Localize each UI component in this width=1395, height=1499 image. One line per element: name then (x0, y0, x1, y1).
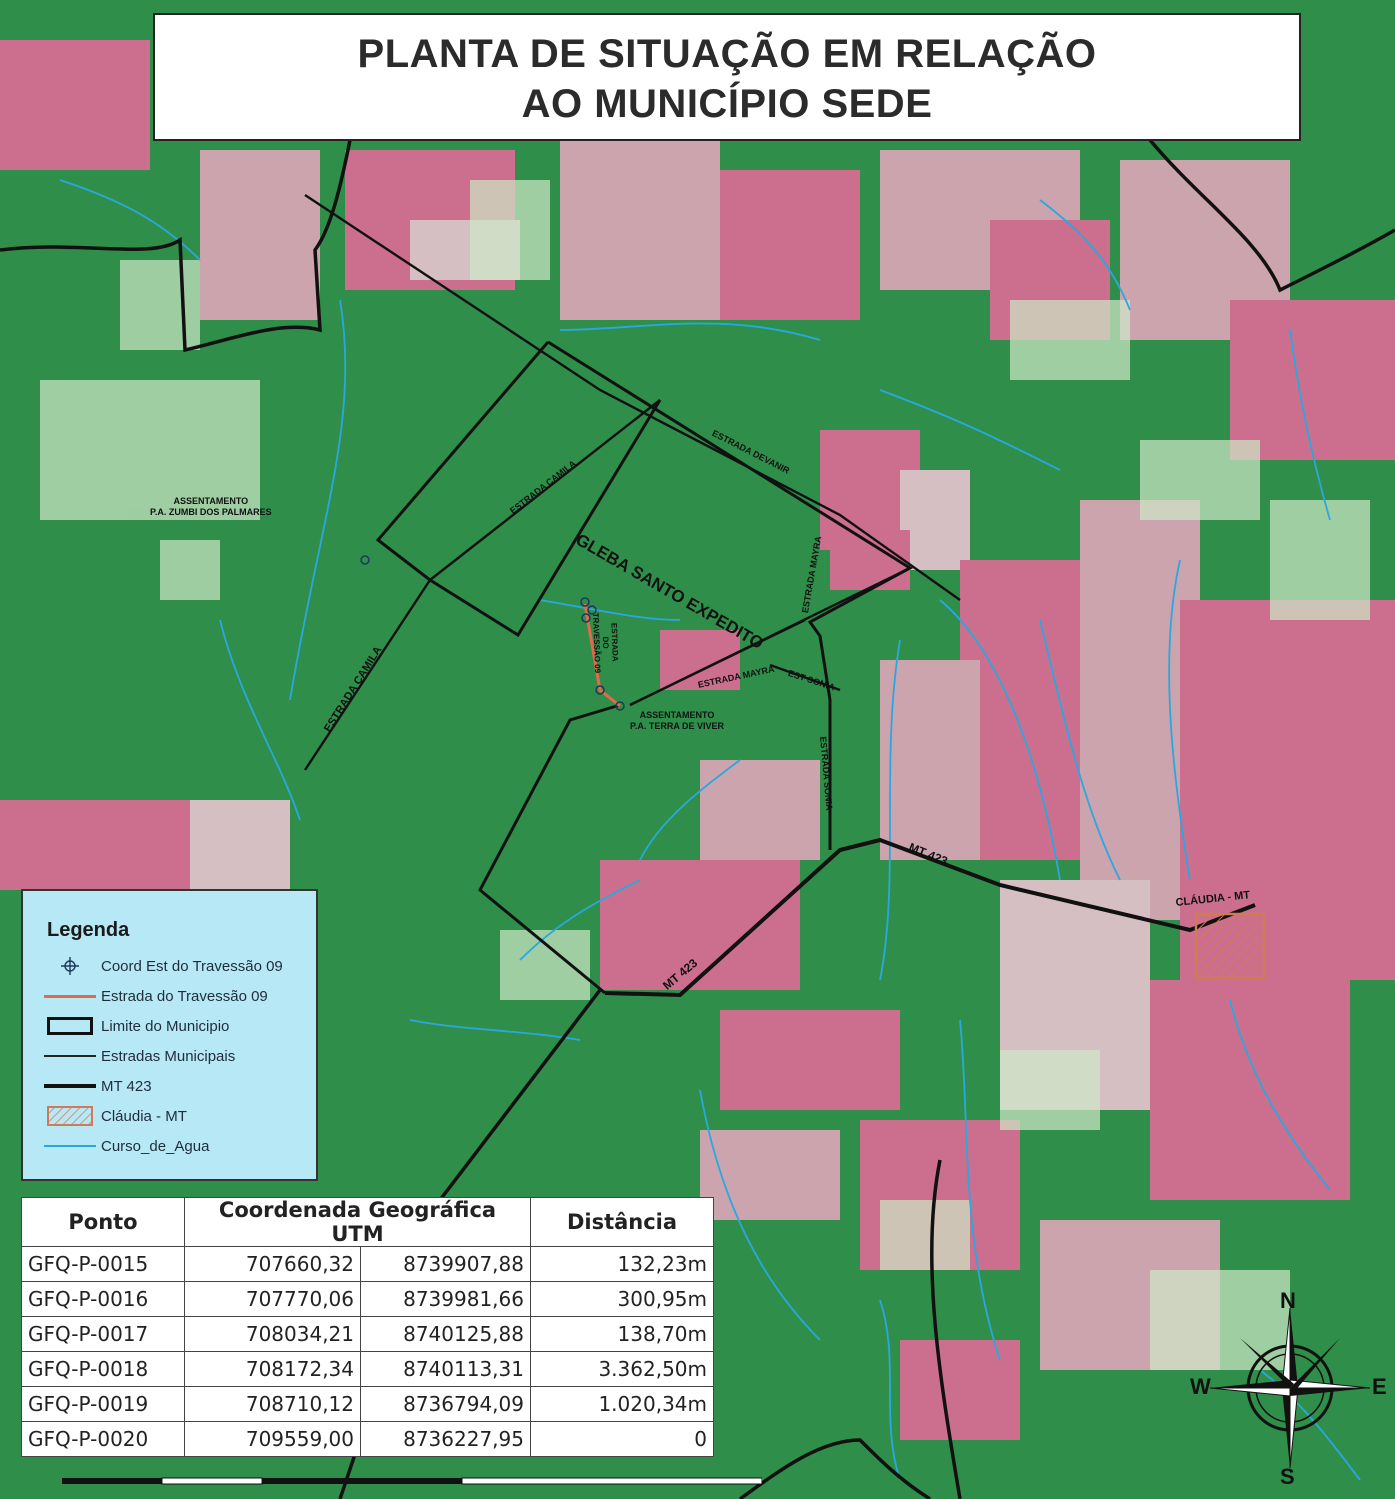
estrada-travessao-09 (583, 603, 621, 708)
legend-label-mt423: MT 423 (101, 1077, 152, 1095)
legend-title: Legenda (47, 919, 130, 941)
legend-item-claudia: Cláudia - MT (43, 1104, 187, 1128)
label-assentamento-terra-line-1: ASSENTAMENTO (639, 710, 715, 720)
cell-easting: 708172,34 (184, 1351, 361, 1387)
cell-easting: 708710,12 (184, 1386, 361, 1422)
municipal-roads (303, 193, 961, 771)
cell-northing: 8736227,95 (360, 1421, 531, 1457)
table-row: GFQ-P-0017 708034,21 8740125,88 138,70m (21, 1316, 714, 1352)
cell-easting: 709559,00 (184, 1421, 361, 1457)
label-assentamento-terra-line-2: P.A. TERRA DE VIVER (630, 721, 725, 731)
cell-point: GFQ-P-0019 (21, 1386, 185, 1422)
compass-star-icon (1209, 1307, 1371, 1469)
label-assentamento-zumbi-line-2: P.A. ZUMBI DOS PALMARES (150, 507, 272, 517)
header-ponto: Ponto (21, 1197, 185, 1247)
label-assentamento-terra-de-viver: ASSENTAMENTO P.A. TERRA DE VIVER (630, 710, 724, 732)
thin-line-icon (43, 1044, 97, 1068)
compass-south-label: S (1280, 1464, 1295, 1489)
table-row: GFQ-P-0018 708172,34 8740113,31 3.362,50… (21, 1351, 714, 1387)
compass-rose: N S W E (1190, 1288, 1390, 1489)
table-row: GFQ-P-0019 708710,12 8736794,09 1.020,34… (21, 1386, 714, 1422)
legend-item-limite-municipio: Limite do Municipio (43, 1014, 229, 1038)
compass-north-label: N (1280, 1288, 1296, 1313)
cell-distance: 1.020,34m (530, 1386, 714, 1422)
cell-easting: 707660,32 (184, 1246, 361, 1282)
label-estrada-travessao: ESTRADA DO TRAVESSÃO 09 (591, 612, 620, 674)
legend-item-mt423: MT 423 (43, 1074, 152, 1098)
compass-east-label: E (1372, 1374, 1387, 1399)
mt423-highway (604, 837, 1256, 998)
cell-point: GFQ-P-0016 (21, 1281, 185, 1317)
table-header-row: Ponto Coordenada Geográfica UTM Distânci… (21, 1197, 714, 1247)
cell-easting: 708034,21 (184, 1316, 361, 1352)
legend-item-coord-point: Coord Est do Travessão 09 (43, 954, 283, 978)
legend-label-curso-agua: Curso_de_Agua (101, 1137, 210, 1155)
cell-easting: 707770,06 (184, 1281, 361, 1317)
cell-distance: 300,95m (530, 1281, 714, 1317)
table-row: GFQ-P-0020 709559,00 8736227,95 0 (21, 1421, 714, 1457)
label-assentamento-zumbi: ASSENTAMENTO P.A. ZUMBI DOS PALMARES (150, 496, 272, 518)
cell-distance: 138,70m (530, 1316, 714, 1352)
map-title-line-1: PLANTA DE SITUAÇÃO EM RELAÇÃO (357, 32, 1097, 76)
cell-point: GFQ-P-0015 (21, 1246, 185, 1282)
orange-line-icon (43, 984, 97, 1008)
coordinate-points (360, 555, 625, 711)
table-row: GFQ-P-0016 707770,06 8739981,66 300,95m (21, 1281, 714, 1317)
cell-northing: 8740113,31 (360, 1351, 531, 1387)
header-coordenada: Coordenada Geográfica UTM (184, 1197, 531, 1247)
cell-northing: 8736794,09 (360, 1386, 531, 1422)
map-title-line-2: AO MUNICÍPIO SEDE (521, 82, 933, 126)
table-row: GFQ-P-0015 707660,32 8739907,88 132,23m (21, 1246, 714, 1282)
claudia-urban-area (1194, 912, 1266, 980)
pale-clearing-patches (40, 180, 1370, 1370)
legend-item-curso-agua: Curso_de_Agua (43, 1134, 209, 1158)
box-outline-icon (43, 1014, 97, 1038)
cell-northing: 8739981,66 (360, 1281, 531, 1317)
cell-distance: 132,23m (530, 1246, 714, 1282)
legend-label-coord-point: Coord Est do Travessão 09 (101, 957, 283, 975)
cell-point: GFQ-P-0020 (21, 1421, 185, 1457)
hatched-box-icon (43, 1104, 97, 1128)
header-distancia: Distância (530, 1197, 714, 1247)
map-title-box: PLANTA DE SITUAÇÃO EM RELAÇÃO AO MUNICÍP… (153, 13, 1301, 141)
cell-distance: 3.362,50m (530, 1351, 714, 1387)
map-legend: Legenda Coord Est do Travessão 09 Estrad… (21, 889, 318, 1181)
cell-point: GFQ-P-0018 (21, 1351, 185, 1387)
legend-label-claudia: Cláudia - MT (101, 1107, 187, 1125)
label-assentamento-zumbi-line-1: ASSENTAMENTO (173, 496, 249, 506)
coordinate-table: Ponto Coordenada Geográfica UTM Distânci… (21, 1197, 714, 1457)
cell-distance: 0 (530, 1421, 714, 1457)
scale-bar (62, 1477, 762, 1485)
cell-northing: 8740125,88 (360, 1316, 531, 1352)
cell-point: GFQ-P-0017 (21, 1316, 185, 1352)
compass-west-label: W (1190, 1374, 1211, 1399)
crosshair-point-icon (43, 954, 97, 978)
thick-line-icon (43, 1074, 97, 1098)
water-courses (59, 179, 1361, 1481)
legend-label-limite-municipio: Limite do Municipio (101, 1017, 230, 1035)
legend-label-estrada-travessao: Estrada do Travessão 09 (101, 987, 268, 1005)
legend-item-estrada-travessao: Estrada do Travessão 09 (43, 984, 268, 1008)
legend-label-estradas-municipais: Estradas Municipais (101, 1047, 236, 1065)
water-line-icon (43, 1134, 97, 1158)
cell-northing: 8739907,88 (360, 1246, 531, 1282)
legend-item-estradas-municipais: Estradas Municipais (43, 1044, 235, 1068)
